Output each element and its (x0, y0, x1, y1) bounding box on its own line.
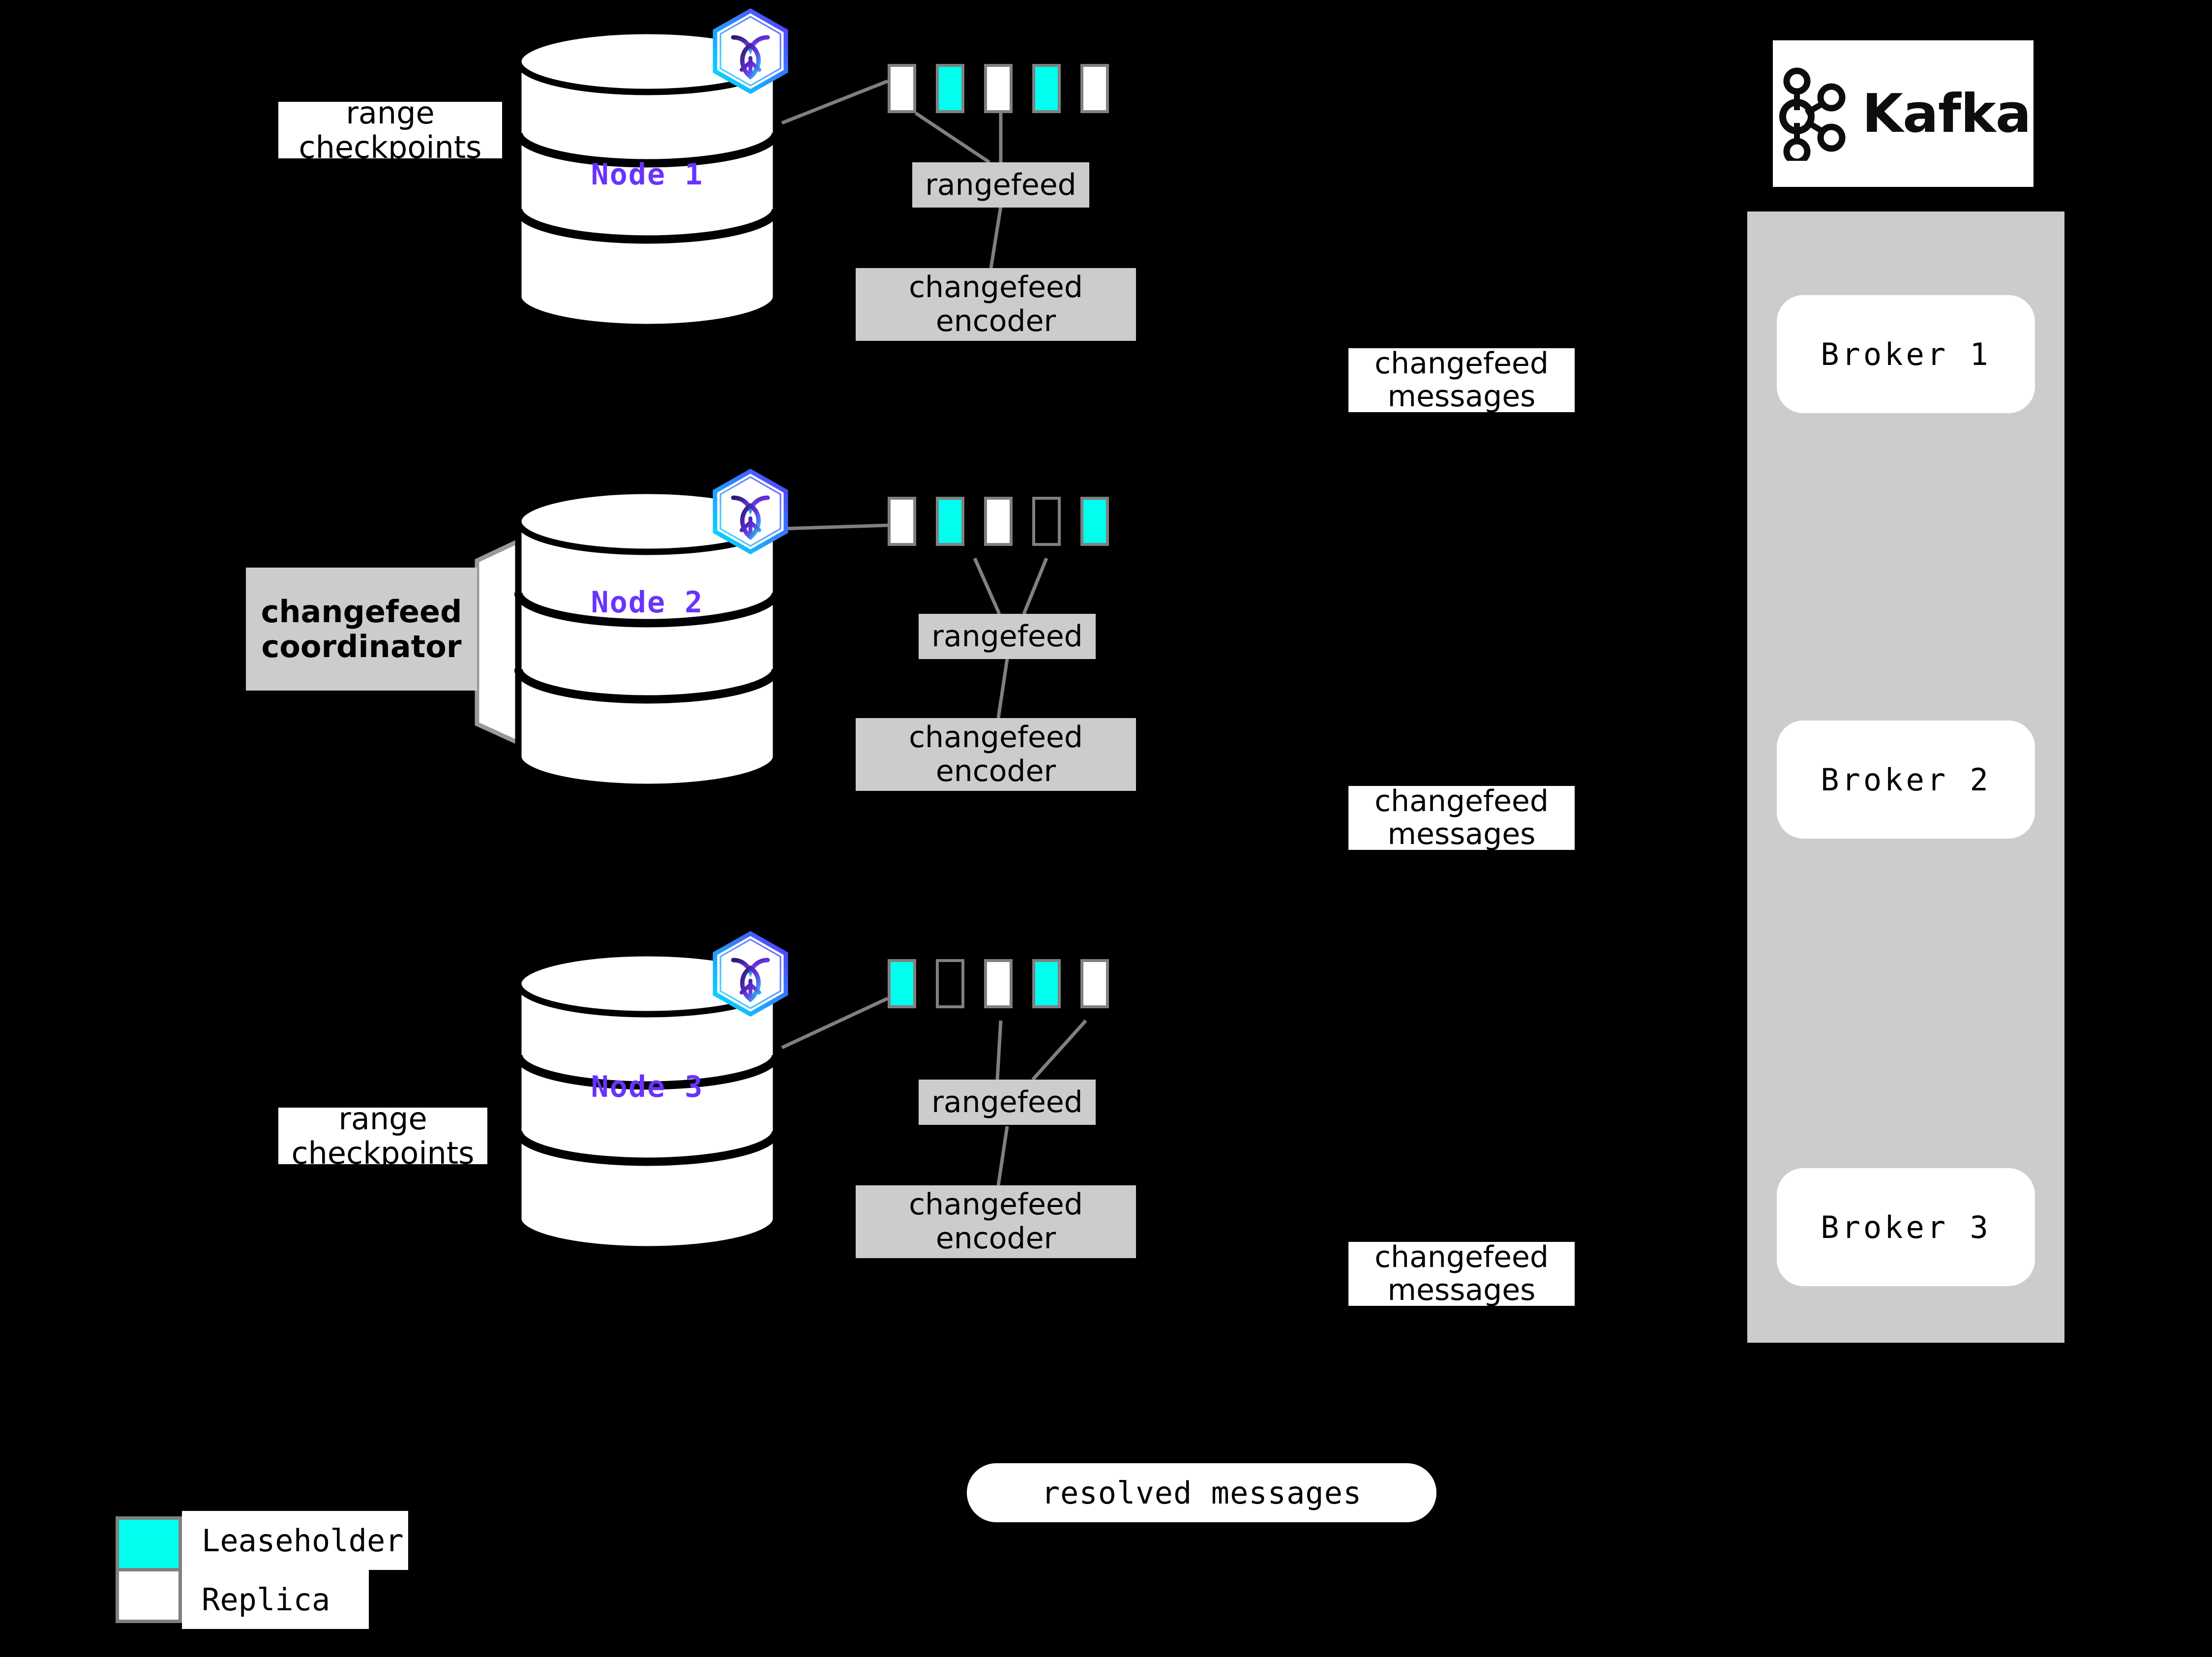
node-1-rangefeed-box[interactable]: rangefeed (912, 162, 1089, 208)
legend-swatch-leaseholder (116, 1516, 182, 1571)
changefeed-messages-line2: messages (1387, 817, 1536, 851)
rangefeed-label: rangefeed (931, 1085, 1083, 1119)
node-2-changefeed-messages-label: changefeed messages (1348, 783, 1575, 851)
range-cell[interactable] (984, 497, 1013, 546)
changefeed-messages-line1: changefeed (1375, 783, 1549, 818)
range-cell[interactable] (936, 64, 964, 113)
node-3-changefeed-encoder-box[interactable]: changefeed encoder (856, 1185, 1136, 1258)
resolved-messages-pill: resolved messages (967, 1463, 1436, 1522)
wire-node3-range2-rangefeed (995, 1020, 1003, 1080)
wire-node2-rangefeed-encoder (996, 659, 1009, 719)
encoder-line2: encoder (935, 304, 1056, 338)
rangefeed-label: rangefeed (931, 619, 1083, 654)
changefeed-messages-line1: changefeed (1375, 1239, 1549, 1274)
broker-label: Broker 3 (1821, 1209, 1991, 1245)
range-checkpoints-line2: checkpoints (291, 1135, 475, 1171)
broker-1-pill[interactable]: Broker 1 (1777, 295, 2035, 413)
wire-node1-rangefeed-encoder (989, 206, 1003, 269)
wire-node1-range0-rangefeed (915, 112, 990, 164)
range-cell[interactable] (1080, 497, 1109, 546)
changefeed-messages-line2: messages (1387, 1273, 1536, 1307)
kafka-logo-card: Kafka (1773, 40, 2033, 187)
node-1-changefeed-messages-label: changefeed messages (1348, 346, 1575, 414)
range-checkpoints-line2: checkpoints (299, 129, 482, 165)
range-cell[interactable] (936, 497, 964, 546)
broker-label: Broker 2 (1821, 761, 1991, 798)
node-2-range-row (888, 497, 1109, 546)
node-1-range-row (888, 64, 1109, 113)
wire-node2-to-ranges (781, 523, 888, 531)
changefeed-messages-line2: messages (1387, 379, 1536, 414)
range-cell[interactable] (888, 959, 916, 1008)
node-3-cylinder: Node 3 (514, 949, 780, 1254)
encoder-line2: encoder (935, 754, 1056, 788)
wire-node2-range1-rangefeed (973, 557, 1001, 615)
node-2-label: Node 2 (591, 585, 704, 620)
wire-node1-to-ranges (781, 79, 889, 125)
range-cell[interactable] (1032, 497, 1061, 546)
encoder-line1: changefeed (909, 1187, 1083, 1222)
range-cell[interactable] (936, 959, 964, 1008)
coordinator-line2: coordinator (261, 629, 462, 664)
wire-node3-rangefeed-encoder (996, 1126, 1009, 1186)
range-checkpoints-line1: range (346, 95, 435, 131)
node-3-changefeed-messages-label: changefeed messages (1348, 1239, 1575, 1307)
range-cell[interactable] (888, 497, 916, 546)
kafka-wordmark: Kafka (1862, 83, 2031, 145)
range-cell[interactable] (888, 64, 916, 113)
legend-item-label: Leaseholder (202, 1522, 404, 1559)
changefeed-messages-line1: changefeed (1375, 346, 1549, 381)
range-cell[interactable] (1032, 64, 1061, 113)
range-cell[interactable] (1032, 959, 1061, 1008)
range-cell[interactable] (984, 64, 1013, 113)
resolved-messages-label: resolved messages (1041, 1475, 1362, 1511)
node-1-changefeed-encoder-box[interactable]: changefeed encoder (856, 268, 1136, 341)
rangefeed-label: rangefeed (925, 167, 1076, 202)
node-2-cylinder: Node 2 (514, 487, 780, 792)
wire-node2-range3-rangefeed (1022, 557, 1048, 615)
range-cell[interactable] (984, 959, 1013, 1008)
legend-swatch-replica (116, 1568, 182, 1623)
wire-node3-range4-rangefeed (1031, 1019, 1087, 1081)
range-checkpoints-line1: range (338, 1101, 427, 1137)
node-1-cockroachdb-icon (706, 7, 795, 102)
broker-label: Broker 1 (1821, 336, 1991, 372)
range-cell[interactable] (1080, 64, 1109, 113)
node-2-changefeed-coordinator-box[interactable]: changefeed coordinator (246, 568, 477, 691)
wire-node3-to-ranges (781, 996, 889, 1050)
node-2-cockroachdb-icon (706, 467, 795, 563)
node-1-range-checkpoints-label: range checkpoints (278, 96, 502, 164)
range-cell[interactable] (1080, 959, 1109, 1008)
encoder-line1: changefeed (909, 270, 1083, 304)
kafka-logo-icon (1775, 65, 1849, 165)
broker-2-pill[interactable]: Broker 2 (1777, 721, 2035, 839)
node-3-label: Node 3 (591, 1070, 704, 1104)
node-2-rangefeed-box[interactable]: rangefeed (919, 614, 1096, 659)
node-2-changefeed-encoder-box[interactable]: changefeed encoder (856, 718, 1136, 791)
node-3-range-row (888, 959, 1109, 1008)
kafka-broker-panel: Broker 1 Broker 2 Broker 3 (1747, 211, 2064, 1343)
legend-item-label: Replica (202, 1581, 330, 1618)
node-3-range-checkpoints-label: range checkpoints (278, 1102, 487, 1170)
encoder-line1: changefeed (909, 720, 1083, 754)
coordinator-line1: changefeed (261, 593, 462, 630)
broker-3-pill[interactable]: Broker 3 (1777, 1168, 2035, 1286)
node-3-rangefeed-box[interactable]: rangefeed (919, 1080, 1096, 1125)
encoder-line2: encoder (935, 1221, 1056, 1256)
legend-label-replica: Replica (182, 1570, 369, 1629)
node-3-cockroachdb-icon (706, 930, 795, 1025)
node-1-label: Node 1 (591, 157, 704, 192)
node-1-cylinder: Node 1 (514, 27, 780, 332)
legend-label-leaseholder: Leaseholder (182, 1511, 408, 1570)
